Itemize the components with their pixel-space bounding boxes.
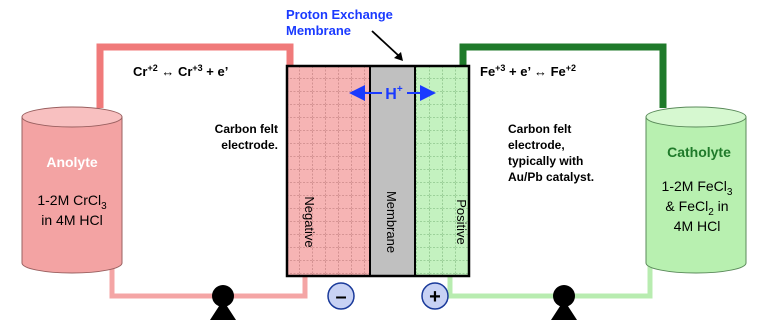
anolyte-bottom-pipe: [109, 255, 308, 299]
right-desc-line2: electrode,: [508, 138, 565, 152]
positive-terminal-symbol: +: [429, 286, 441, 308]
catholyte-concentration-1: 1-2M FeCl3: [662, 178, 733, 198]
anolyte-title: Anolyte: [46, 154, 98, 170]
catholyte-pump-icon: [551, 285, 577, 320]
proton-label: H+: [385, 84, 403, 103]
negative-label: Negative: [302, 196, 317, 247]
cell-stack: Negative Membrane Positive: [285, 64, 471, 278]
right-desc-line3: typically with: [508, 154, 583, 168]
membrane-callout-line1: Proton Exchange: [286, 7, 393, 22]
callout-arrow: [371, 30, 400, 57]
proton-transport: H+: [349, 84, 436, 103]
anolyte-tank: Anolyte 1-2M CrCl3 in 4M HCl: [21, 106, 123, 274]
negative-terminal-symbol: –: [335, 286, 346, 308]
left-desc-line1: Carbon felt: [215, 122, 278, 136]
negative-electrode: [286, 65, 371, 277]
anolyte-top-pipe: [96, 43, 294, 108]
cathode-reaction: Fe+3 + e’ ↔ Fe+2: [480, 63, 576, 79]
catholyte-concentration-2: & FeCl2 in: [665, 198, 728, 218]
anolyte-solvent: in 4M HCl: [41, 212, 102, 228]
positive-label: Positive: [454, 199, 469, 245]
anolyte-pump-icon: [210, 285, 236, 320]
membrane-callout-line2: Membrane: [286, 23, 351, 38]
anolyte-concentration: 1-2M CrCl3: [37, 192, 107, 212]
right-desc-line4: Au/Pb catalyst.: [508, 170, 594, 184]
catholyte-tank: Catholyte 1-2M FeCl3 & FeCl2 in 4M HCl: [645, 106, 747, 274]
negative-terminal: –: [327, 282, 355, 310]
catholyte-title: Catholyte: [667, 144, 731, 160]
catholyte-top-pipe: [459, 43, 667, 108]
membrane-label: Membrane: [384, 191, 399, 253]
left-desc-line2: electrode.: [221, 138, 278, 152]
positive-terminal: +: [421, 282, 449, 310]
right-desc-line1: Carbon felt: [508, 122, 571, 136]
right-electrode-description: Carbon felt electrode, typically with Au…: [508, 122, 594, 184]
left-electrode-description: Carbon felt electrode.: [215, 122, 278, 152]
catholyte-bottom-pipe: [447, 255, 653, 299]
catholyte-solvent: 4M HCl: [674, 218, 721, 234]
membrane-callout: Proton Exchange Membrane: [286, 7, 403, 61]
anode-reaction: Cr+2 ↔ Cr+3 + e’: [133, 63, 228, 79]
